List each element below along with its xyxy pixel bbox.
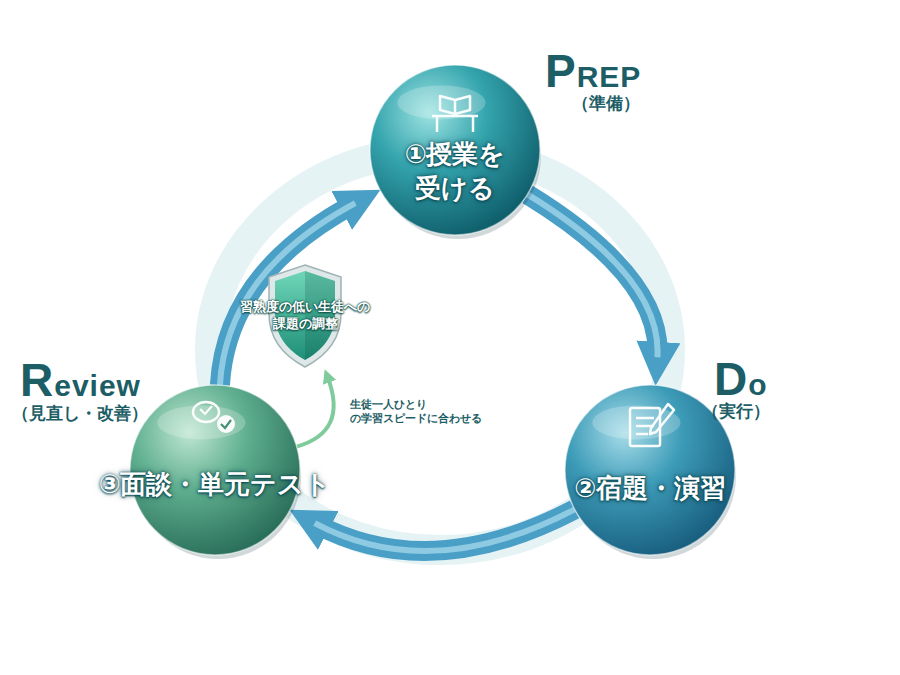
arrow-highlight (315, 509, 575, 551)
cycle-arrow (220, 203, 355, 385)
node-text: ①授業を 受ける (395, 137, 515, 205)
cycle-arrow (315, 509, 575, 551)
circle-node: ③面談・単元テスト (130, 385, 300, 555)
phase-subtitle: （実行） (702, 400, 770, 423)
phase-subtitle: （準備） (572, 92, 640, 115)
arrow-highlight (220, 203, 355, 385)
node-text: ②宿題・演習 (540, 471, 760, 505)
cycle-arrow (297, 378, 334, 446)
phase-name: Do (714, 352, 768, 406)
shield-shade (305, 271, 335, 360)
edge-label: 生徒一人ひとり の学習スピードに合わせる (350, 398, 500, 426)
sphere-gloss (397, 85, 485, 119)
phase-name: Review (20, 353, 141, 407)
phase-name: PREP (545, 44, 641, 98)
phase-subtitle: （見直し・改善） (12, 402, 148, 425)
sphere-gloss (592, 405, 680, 439)
sphere (370, 65, 540, 235)
sphere-gloss (157, 405, 245, 439)
shield-face (275, 271, 335, 360)
cycle-arrow (528, 194, 658, 357)
circle-node: ①授業を 受ける (370, 65, 540, 235)
shield-node: 習熟度の低い生徒への 課題の調整 (265, 262, 345, 370)
node-text: ③面談・単元テスト (80, 467, 350, 501)
arrow-highlight (528, 194, 658, 357)
node-text: 習熟度の低い生徒への 課題の調整 (237, 298, 373, 332)
